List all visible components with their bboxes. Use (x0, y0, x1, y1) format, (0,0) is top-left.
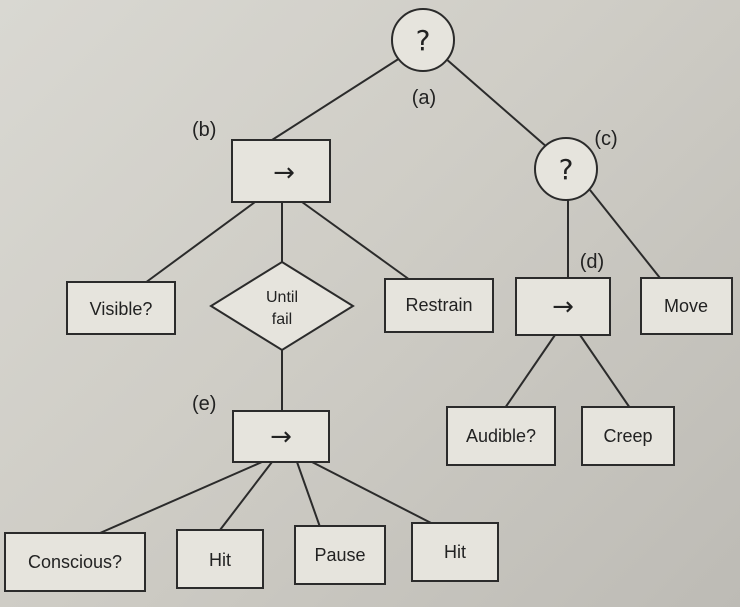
visible-label: Visible? (90, 299, 153, 319)
edge-d-to-audible (504, 334, 556, 409)
sequence-b-arrow: → (273, 158, 295, 188)
tag-e: (e) (192, 393, 216, 415)
edge-c-to-move (589, 189, 661, 279)
action-hit-1: Hit (176, 529, 264, 589)
root-selector-node: ? (391, 8, 455, 72)
move-label: Move (664, 296, 708, 316)
sequence-e-arrow: → (270, 422, 292, 452)
edge-d-to-creep (579, 334, 631, 409)
action-hit-2: Hit (411, 522, 499, 582)
hit-1-label: Hit (209, 550, 231, 570)
hit-2-label: Hit (444, 542, 466, 562)
creep-label: Creep (603, 426, 652, 446)
tag-c: (c) (594, 128, 617, 150)
selector-c-symbol: ? (559, 153, 574, 186)
action-creep: Creep (581, 406, 675, 466)
edges (99, 57, 661, 534)
action-restrain: Restrain (384, 278, 494, 333)
sequence-node-d: → (515, 277, 611, 336)
audible-label: Audible? (466, 426, 536, 446)
sequence-d-arrow: → (552, 292, 574, 322)
restrain-label: Restrain (405, 295, 472, 315)
action-move: Move (640, 277, 733, 335)
edge-root-to-b (271, 57, 401, 141)
condition-visible: Visible? (66, 281, 176, 335)
selector-node-c: ? (534, 137, 598, 201)
edge-e-to-pause (296, 461, 321, 528)
condition-conscious: Conscious? (4, 532, 146, 592)
decorator-until-fail: Until fail (209, 260, 355, 352)
pause-label: Pause (314, 545, 365, 565)
edge-e-to-hit2 (311, 461, 436, 526)
edge-b-to-visible (144, 201, 256, 284)
until-fail-line2: fail (272, 311, 292, 328)
edge-root-to-c (444, 57, 549, 149)
condition-audible: Audible? (446, 406, 556, 466)
sequence-node-b: → (231, 139, 331, 203)
sequence-node-e: → (232, 410, 330, 463)
tag-d: (d) (580, 251, 604, 273)
edge-b-to-restrain (301, 201, 411, 281)
tag-b: (b) (192, 119, 216, 141)
root-selector-symbol: ? (416, 24, 431, 57)
edge-e-to-hit1 (219, 461, 273, 531)
edge-e-to-conscious (99, 461, 263, 534)
until-fail-line1: Until (266, 289, 298, 306)
tag-a: (a) (412, 87, 436, 109)
action-pause: Pause (294, 525, 386, 585)
conscious-label: Conscious? (28, 552, 122, 572)
